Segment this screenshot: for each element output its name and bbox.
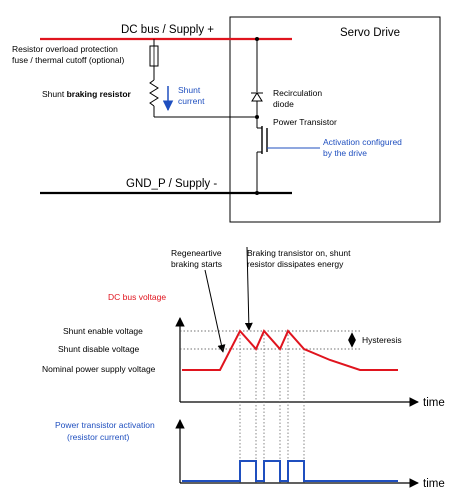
- timing-section: Regeneartive braking starts Braking tran…: [42, 246, 445, 490]
- activation-label-line1: Activation configured: [323, 137, 402, 147]
- transistor-label: Power Transistor: [273, 117, 337, 127]
- resistor-label: Shunt braking resistor: [42, 89, 132, 99]
- annotation-regen-line2: braking starts: [171, 259, 222, 269]
- dc-bus-voltage-waveform: [182, 329, 398, 371]
- junction-dot-drain: [255, 115, 259, 119]
- annotation-braking-pointer: [244, 246, 253, 331]
- resistor-symbol: [149, 79, 159, 107]
- circuit-section: Servo Drive DC bus / Supply + Resistor o…: [12, 16, 441, 223]
- activation-label-line2: by the drive: [323, 148, 367, 158]
- annotation-braking-line1: Braking transistor on, shunt: [247, 248, 351, 258]
- junction-dot-bus: [255, 37, 259, 41]
- nominal-voltage-label: Nominal power supply voltage: [42, 364, 156, 374]
- time-label-top: time: [423, 397, 445, 409]
- annotation-regen-line1: Regeneartive: [171, 248, 222, 258]
- transistor-activation-waveform: [182, 460, 398, 482]
- shunt-disable-label: Shunt disable voltage: [58, 344, 140, 354]
- servo-drive-box: [229, 16, 441, 223]
- hysteresis-label: Hysteresis: [362, 335, 402, 345]
- annotation-braking-line2: resistor dissipates energy: [247, 259, 344, 269]
- fuse-label-line2: fuse / thermal cutoff (optional): [12, 55, 124, 65]
- time-label-bottom: time: [423, 478, 445, 490]
- activation-label-line2: (resistor current): [67, 432, 130, 442]
- shunt-enable-label: Shunt enable voltage: [63, 326, 143, 336]
- servo-drive-label: Servo Drive: [340, 27, 400, 39]
- timing-guide-lines: [239, 331, 305, 483]
- dc-bus-voltage-label: DC bus voltage: [108, 292, 166, 302]
- annotation-regen-pointer: [204, 269, 226, 353]
- recirculation-diode-symbol: [251, 92, 263, 102]
- activation-label-line1: Power transistor activation: [55, 420, 155, 430]
- diode-label-line2: diode: [273, 99, 294, 109]
- fuse-label-line1: Resistor overload protection: [12, 44, 118, 54]
- shunt-current-label-line2: current: [178, 96, 205, 106]
- dc-bus-label: DC bus / Supply +: [121, 24, 214, 36]
- diode-label-line1: Recirculation: [273, 88, 322, 98]
- gnd-label: GND_P / Supply -: [126, 178, 217, 190]
- shunt-current-label-line1: Shunt: [178, 85, 201, 95]
